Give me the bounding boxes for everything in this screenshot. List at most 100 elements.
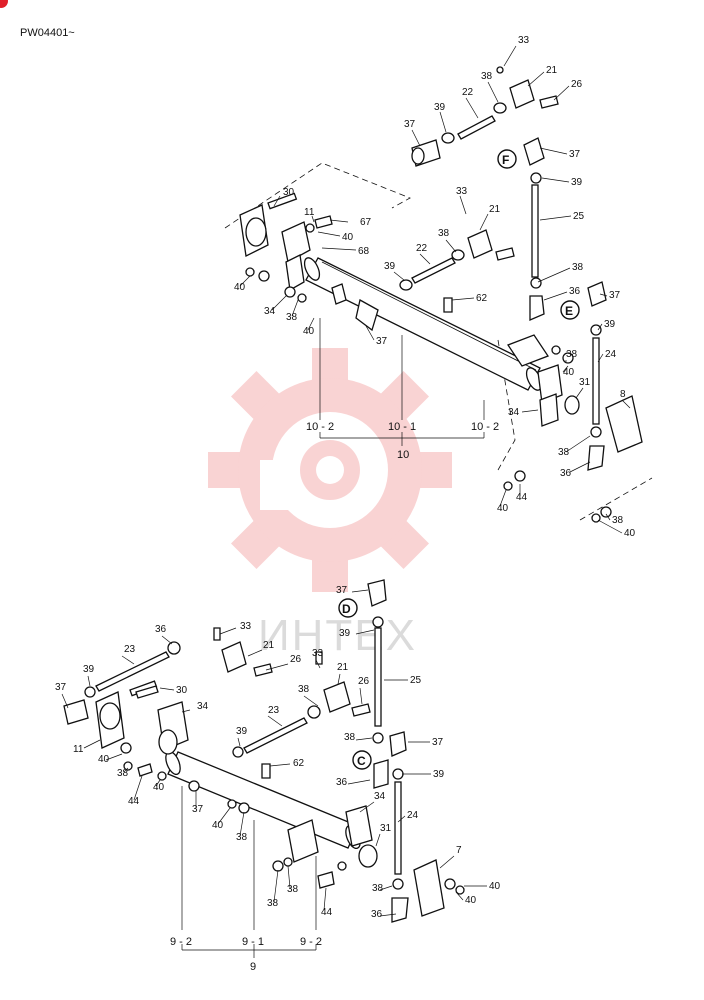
lower-leader-38 <box>455 891 464 901</box>
lower-leader-37 <box>379 885 393 891</box>
upper-leader-29 <box>597 323 603 331</box>
lower-leader-21 <box>355 737 373 741</box>
lower-leader-8 <box>265 663 289 671</box>
lower-part-label-39: 39 <box>339 628 351 639</box>
upper-leader-27 <box>291 299 299 317</box>
upper-part-label-38: 38 <box>572 262 584 273</box>
lower-leader-7 <box>121 655 135 665</box>
upper-leader-8 <box>541 177 570 183</box>
upper-leader-18 <box>419 253 431 265</box>
upper-part-label-8: 8 <box>620 389 626 400</box>
upper-group-lines <box>319 318 485 446</box>
lower-part-label-25: 25 <box>410 675 422 686</box>
lower-part-label-38: 38 <box>267 898 279 909</box>
lower-part-label-26: 26 <box>358 676 370 687</box>
upper-rod-22-top <box>411 79 559 167</box>
lower-part-label-39: 39 <box>433 769 445 780</box>
lower-leader-35 <box>375 833 381 847</box>
upper-part-label-39: 39 <box>571 177 583 188</box>
lower-part-label-40: 40 <box>98 754 110 765</box>
phantom-outline-left <box>224 162 411 229</box>
upper-group-left: 10 - 2 <box>306 421 334 433</box>
lower-leader-19 <box>237 737 241 747</box>
svg-text:C: C <box>357 754 366 768</box>
upper-group-right: 10 - 2 <box>471 421 499 433</box>
lower-part-label-38: 38 <box>344 732 356 743</box>
lower-leader-27 <box>133 775 143 801</box>
lower-part-label-38: 38 <box>236 832 248 843</box>
upper-leader-26 <box>271 295 287 311</box>
document-code: PW04401~ <box>20 27 75 39</box>
lower-part-label-37: 37 <box>55 682 67 693</box>
upper-part-label-37: 37 <box>569 149 581 160</box>
lower-group-center: 9 - 1 <box>242 936 264 948</box>
svg-text:E: E <box>565 304 573 318</box>
lower-part-label-7: 7 <box>456 845 462 856</box>
part-callouts: 3321382622393737393325213038116740226839… <box>55 35 636 920</box>
upper-leader-43 <box>597 519 623 534</box>
lower-leader-2 <box>219 627 237 635</box>
lower-leader-11 <box>159 687 175 691</box>
upper-assembly: 10 - 2 10 - 1 10 - 2 10 <box>224 66 653 523</box>
upper-leader-5 <box>439 111 447 133</box>
upper-part-label-25: 25 <box>573 211 585 222</box>
upper-part-label-38: 38 <box>438 228 450 239</box>
upper-leader-39 <box>569 461 591 473</box>
upper-part-label-21: 21 <box>489 204 501 215</box>
upper-leader-3 <box>553 85 570 101</box>
upper-leader-0 <box>503 45 517 67</box>
upper-leader-22 <box>239 275 251 287</box>
lower-part-label-24: 24 <box>407 810 419 821</box>
upper-part-label-62: 62 <box>476 293 488 304</box>
upper-part-label-38: 38 <box>566 349 578 360</box>
upper-part-label-33: 33 <box>518 35 530 46</box>
upper-part-label-37: 37 <box>609 290 621 301</box>
lower-part-label-36: 36 <box>371 909 383 920</box>
lower-leader-29 <box>347 779 371 785</box>
upper-leader-19 <box>321 247 357 251</box>
upper-part-label-26: 26 <box>571 79 583 90</box>
lower-leader-9 <box>315 659 321 669</box>
lower-leader-40 <box>287 865 291 889</box>
lower-leader-13 <box>61 693 69 709</box>
upper-left-bracket <box>239 192 311 292</box>
upper-right-clevis <box>507 334 580 427</box>
lower-part-label-36: 36 <box>336 777 348 788</box>
upper-group-center: 10 - 1 <box>388 421 416 433</box>
lower-leader-17 <box>83 739 101 749</box>
upper-part-label-38: 38 <box>286 312 298 323</box>
watermark-text: ИНТЕХ <box>258 611 417 660</box>
upper-part-label-39: 39 <box>384 261 396 272</box>
lower-rod-25 <box>367 579 389 789</box>
view-marker-f: F <box>497 149 517 169</box>
upper-part-label-39: 39 <box>434 102 446 113</box>
upper-leader-41 <box>499 489 507 507</box>
lower-leader-43 <box>273 869 279 903</box>
upper-leader-7 <box>539 147 568 155</box>
lower-part-label-37: 37 <box>432 737 444 748</box>
lower-leader-24 <box>269 763 291 767</box>
upper-leader-1 <box>527 71 545 87</box>
lower-part-label-23: 23 <box>124 644 136 655</box>
lower-fasteners <box>120 627 465 895</box>
lower-leader-6 <box>247 649 263 657</box>
lower-leader-10 <box>87 675 91 687</box>
lower-part-label-38: 38 <box>287 884 299 895</box>
lower-group-left: 9 - 2 <box>170 936 192 948</box>
upper-leader-24 <box>543 291 568 301</box>
upper-leader-37 <box>621 399 631 409</box>
lower-part-label-23: 23 <box>268 705 280 716</box>
upper-part-label-37: 37 <box>376 336 388 347</box>
upper-part-label-38: 38 <box>612 515 624 526</box>
upper-leader-32 <box>597 353 604 363</box>
lower-part-label-30: 30 <box>176 685 188 696</box>
lower-part-label-31: 31 <box>380 823 392 834</box>
lower-part-label-37: 37 <box>336 585 348 596</box>
upper-part-label-22: 22 <box>416 243 428 254</box>
upper-part-label-40: 40 <box>624 528 636 539</box>
lower-part-label-21: 21 <box>263 640 275 651</box>
upper-shaft-lug <box>331 283 347 305</box>
lower-leader-18 <box>267 715 283 727</box>
lower-part-label-40: 40 <box>153 782 165 793</box>
